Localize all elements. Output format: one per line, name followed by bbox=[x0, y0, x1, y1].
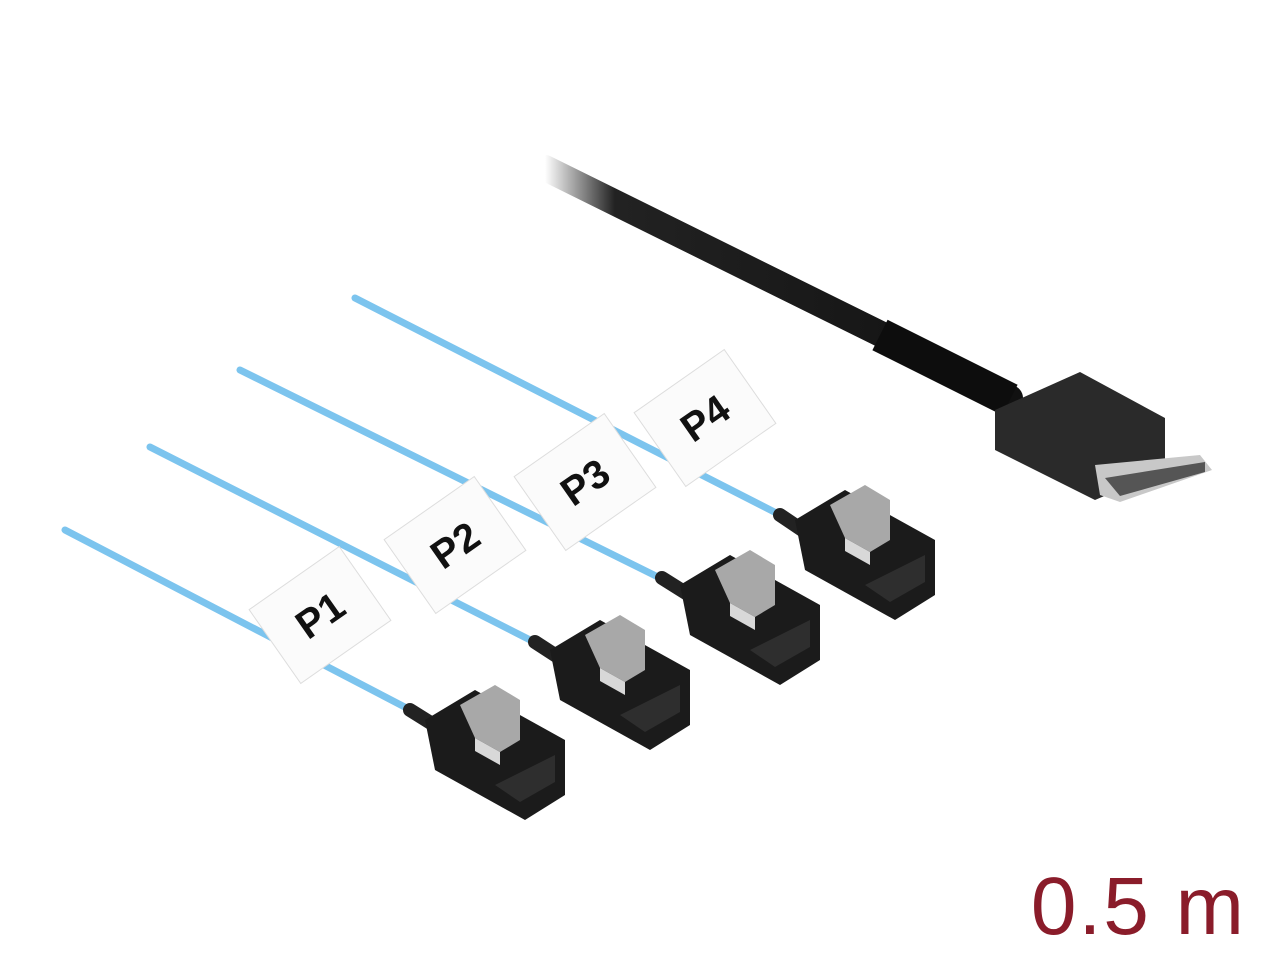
port-label-p4: P4 bbox=[633, 348, 777, 488]
sata-connector-p2 bbox=[550, 615, 690, 750]
port-label-p2: P2 bbox=[383, 475, 527, 615]
sata-connector-p3 bbox=[680, 550, 820, 685]
main-cable bbox=[532, 155, 1023, 416]
sata-connector-p4 bbox=[795, 485, 935, 620]
cable-length-label: 0.5 m bbox=[1030, 861, 1246, 952]
sata-connector-p1 bbox=[425, 685, 565, 820]
oculink-connector bbox=[995, 372, 1212, 502]
sata-cables bbox=[61, 294, 794, 719]
port-label-p3: P3 bbox=[513, 412, 657, 552]
port-label-p1: P1 bbox=[248, 545, 392, 685]
